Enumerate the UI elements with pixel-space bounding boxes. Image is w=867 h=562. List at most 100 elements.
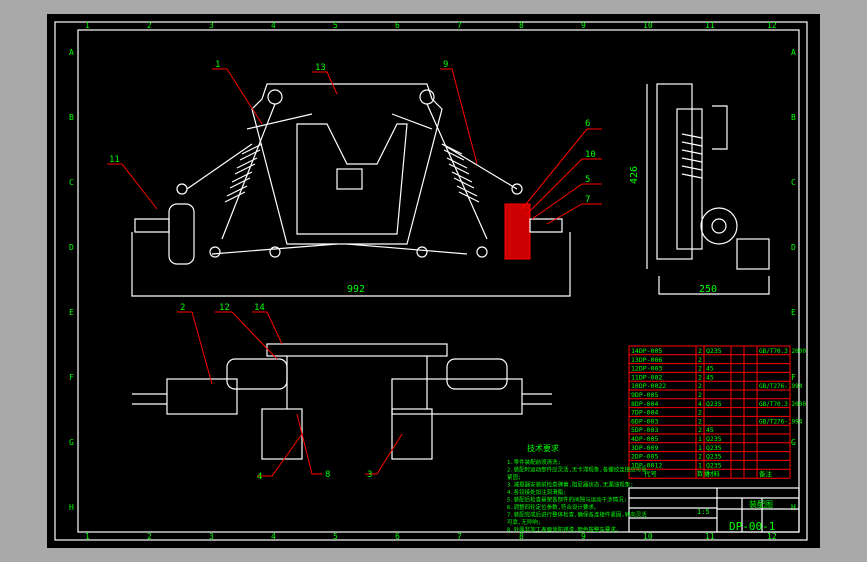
part-standard: GB/T70.3-2000 <box>759 401 806 408</box>
part-code: 11DP-002 <box>631 373 662 381</box>
part-qty: 2 <box>698 426 702 434</box>
part-code: 3DP-009 <box>631 444 658 452</box>
dim-992: 992 <box>347 284 365 295</box>
part-code: 8DP-004 <box>631 400 658 408</box>
balloon-label: 2 <box>180 303 185 313</box>
part-material: 45 <box>706 365 714 373</box>
chassis-inner <box>296 123 408 235</box>
grid-col-label: 7 <box>457 21 462 30</box>
grid-row-label: E <box>69 308 74 317</box>
part-code: 6DP-003 <box>631 417 658 425</box>
grid-row-label: H <box>791 503 796 512</box>
part-code: 4DP-005 <box>631 435 658 443</box>
chassis-body <box>251 83 443 245</box>
part-code: 14DP-005 <box>631 347 662 355</box>
grid-row-label: B <box>791 113 796 122</box>
grid-col-label: 2 <box>147 532 152 541</box>
grid-row-label: B <box>69 113 74 122</box>
part-qty: 2 <box>698 356 702 364</box>
scale: 1:5 <box>697 508 710 516</box>
outer-frame <box>54 21 808 541</box>
part-material: Q235 <box>706 435 722 443</box>
side-view: 250 426 <box>629 83 770 295</box>
grid-row-label: F <box>69 373 74 382</box>
hub-left <box>168 203 195 265</box>
part-code: 12DP-003 <box>631 365 662 373</box>
part-qty: 1 <box>698 435 702 443</box>
grid-row-label: A <box>69 48 74 57</box>
axle-stubs <box>134 218 563 233</box>
grid-col-label: 11 <box>705 21 715 30</box>
grid-col-label: 10 <box>643 21 653 30</box>
tech-title: 技术要求 <box>527 443 559 453</box>
part-qty: 2 <box>698 373 702 381</box>
grid-row-label: E <box>791 308 796 317</box>
title-block <box>628 487 800 533</box>
grid-col-label: 4 <box>271 21 276 30</box>
part-qty: 2 <box>698 365 702 373</box>
balloon-label: 13 <box>315 63 326 73</box>
center-boss <box>336 168 363 190</box>
part-code: 10DP-0022 <box>631 382 666 390</box>
drawing-number: DP-00-1 <box>729 520 775 533</box>
grid-row-label: D <box>791 243 796 252</box>
grid-row-label: G <box>69 438 74 447</box>
tech-line: 紧固; <box>507 473 521 481</box>
grid-col-label: 8 <box>519 21 524 30</box>
tech-line: 6.调整四轮定位参数,符合设计要求。 <box>507 503 599 511</box>
spring-right <box>441 143 480 203</box>
grid-col-label: 11 <box>705 532 715 541</box>
tech-line: 3.减振器安装前检查弹簧,阻尼器状态,无漏油现象; <box>507 481 634 489</box>
grid-col-label: 7 <box>457 532 462 541</box>
part-standard: GB/T276-1994 <box>759 418 803 425</box>
part-qty: 2 <box>698 417 702 425</box>
tech-line: 可靠,无异响; <box>507 518 541 526</box>
grid-col-label: 4 <box>271 532 276 541</box>
header-material: 材料 <box>707 469 721 478</box>
tech-line: 5.装配后检查悬架各部件的间隙与运动干涉情况; <box>507 496 627 504</box>
tech-line: 1.零件装配前须清洗; <box>507 458 561 466</box>
part-material: 45 <box>706 426 714 434</box>
part-code: 1DP-0012 <box>631 461 662 469</box>
grid-col-label: 1 <box>85 21 90 30</box>
spring-left <box>224 143 263 203</box>
balloon-leaders-bottom <box>177 311 403 477</box>
part-material: Q235 <box>706 453 722 461</box>
shock-axis <box>221 103 488 240</box>
header-qty: 数量 <box>697 470 709 478</box>
grid-col-label: 5 <box>333 532 338 541</box>
part-qty: 2 <box>698 409 702 417</box>
part-standard: GB/T276-1994 <box>759 383 803 390</box>
part-code: 7DP-004 <box>631 409 658 417</box>
dim-426: 426 <box>629 166 640 184</box>
balloon-label: 14 <box>254 303 265 313</box>
part-qty: 1 <box>698 444 702 452</box>
grid-row-label: D <box>69 243 74 252</box>
drawing-name: 装配图 <box>749 499 773 509</box>
part-material: Q235 <box>706 444 722 452</box>
grid-row-label: H <box>69 503 74 512</box>
dim-250: 250 <box>699 284 717 295</box>
balloon-label: 6 <box>585 119 590 129</box>
inner-frame <box>77 29 800 533</box>
tech-line: 8.外露非加工表面涂防锈漆,颜色按整车要求。 <box>507 526 621 534</box>
part-material: Q235 <box>706 347 722 355</box>
part-qty: 2 <box>698 453 702 461</box>
control-arms <box>186 113 518 255</box>
balloon-label: 3 <box>367 470 372 480</box>
grid-col-label: 6 <box>395 21 400 30</box>
part-code: 2DP-005 <box>631 453 658 461</box>
balloon-label: 4 <box>257 472 262 482</box>
part-code: 9DP-005 <box>631 391 658 399</box>
grid-col-label: 3 <box>209 21 214 30</box>
header-standard: 备注 <box>759 469 773 478</box>
balloon-leaders-front <box>107 68 602 225</box>
grid-col-label: 8 <box>519 532 524 541</box>
grid-row-label: A <box>791 48 796 57</box>
tech-line: 7.装配完成后进行整体检查,确保各连接件紧固,转向灵活 <box>507 511 647 519</box>
part-code: 5DP-003 <box>631 426 658 434</box>
part-qty: 2 <box>698 391 702 399</box>
